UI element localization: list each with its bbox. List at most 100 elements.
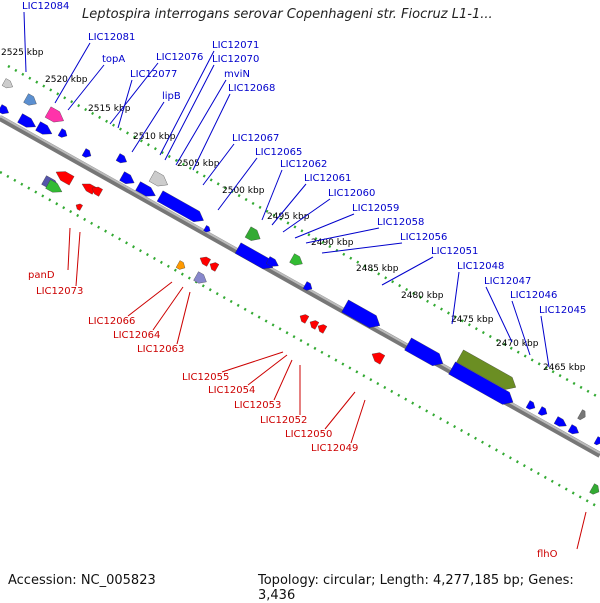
forward-gene[interactable] bbox=[156, 190, 206, 226]
special-feature[interactable] bbox=[456, 349, 520, 394]
forward-gene[interactable] bbox=[17, 113, 39, 132]
forward-gene[interactable] bbox=[234, 242, 276, 273]
reverse-gene[interactable] bbox=[198, 255, 211, 267]
forward-gene[interactable] bbox=[35, 121, 55, 139]
reverse-label-leader bbox=[176, 291, 191, 345]
reverse-gene[interactable] bbox=[90, 185, 103, 197]
forward-gene-label[interactable]: LIC12051 bbox=[431, 246, 478, 257]
reverse-gene[interactable] bbox=[308, 319, 320, 330]
reverse-gene-label[interactable]: panD bbox=[28, 270, 55, 281]
forward-gene[interactable] bbox=[567, 424, 581, 437]
reverse-gene[interactable] bbox=[75, 202, 83, 211]
forward-gene-label[interactable]: LIC12058 bbox=[377, 217, 424, 228]
reverse-gene-label[interactable]: LIC12050 bbox=[285, 429, 332, 440]
forward-gene-label[interactable]: LIC12047 bbox=[484, 276, 531, 287]
reverse-gene-label[interactable]: LIC12052 bbox=[260, 415, 307, 426]
forward-label-leader bbox=[117, 79, 133, 129]
forward-gene-label[interactable]: LIC12065 bbox=[255, 147, 302, 158]
forward-gene-label[interactable]: LIC12081 bbox=[88, 32, 135, 43]
forward-gene[interactable] bbox=[135, 181, 158, 201]
reverse-gene[interactable] bbox=[298, 313, 310, 324]
forward-gene[interactable] bbox=[203, 225, 212, 233]
forward-gene-label[interactable]: LIC12071 bbox=[212, 40, 259, 51]
forward-gene[interactable] bbox=[265, 256, 280, 270]
forward-gene[interactable] bbox=[0, 104, 11, 117]
reverse-gene-label[interactable]: LIC12063 bbox=[137, 344, 184, 355]
kbp-label: 2480 kbp bbox=[401, 291, 444, 301]
forward-gene-label[interactable]: LIC12070 bbox=[212, 54, 259, 65]
forward-gene[interactable] bbox=[57, 128, 69, 140]
reverse-gene[interactable] bbox=[54, 168, 75, 186]
reverse-gene-label[interactable]: LIC12053 bbox=[234, 400, 281, 411]
forward-gene-label[interactable]: LIC12061 bbox=[304, 173, 351, 184]
reverse-gene-label[interactable]: flhO bbox=[537, 549, 558, 560]
forward-label-leader bbox=[131, 101, 165, 153]
forward-gene[interactable] bbox=[448, 361, 517, 408]
special-feature[interactable] bbox=[244, 226, 263, 244]
forward-gene-label[interactable]: LIC12056 bbox=[400, 232, 447, 243]
forward-label-leader bbox=[271, 183, 307, 226]
forward-gene-label[interactable]: LIC12076 bbox=[156, 52, 203, 63]
forward-gene-label[interactable]: LIC12060 bbox=[328, 188, 375, 199]
special-feature[interactable] bbox=[175, 260, 187, 272]
special-feature[interactable] bbox=[1, 78, 15, 91]
forward-gene-label[interactable]: LIC12062 bbox=[280, 159, 327, 170]
forward-label-leader bbox=[294, 213, 355, 239]
forward-gene-label[interactable]: LIC12046 bbox=[510, 290, 557, 301]
forward-gene[interactable] bbox=[341, 299, 384, 332]
forward-gene[interactable] bbox=[115, 153, 129, 166]
forward-gene[interactable] bbox=[537, 406, 549, 418]
forward-gene-label[interactable]: LIC12045 bbox=[539, 305, 586, 316]
reverse-label-leader bbox=[350, 399, 366, 444]
forward-gene-label[interactable]: LIC12048 bbox=[457, 261, 504, 272]
forward-gene[interactable] bbox=[525, 400, 537, 412]
accession-text: Accession: NC_005823 bbox=[8, 573, 156, 588]
forward-label-leader bbox=[175, 79, 227, 166]
reverse-gene-label[interactable]: LIC12049 bbox=[311, 443, 358, 454]
special-feature[interactable] bbox=[589, 483, 600, 497]
special-feature[interactable] bbox=[148, 170, 171, 190]
kbp-label: 2470 kbp bbox=[496, 339, 539, 349]
forward-gene[interactable] bbox=[593, 436, 600, 447]
forward-gene-label[interactable]: lipB bbox=[162, 91, 181, 102]
special-feature[interactable] bbox=[45, 179, 65, 197]
special-feature[interactable] bbox=[289, 253, 305, 269]
map-title: Leptospira interrogans serovar Copenhage… bbox=[82, 7, 493, 22]
special-feature[interactable] bbox=[44, 106, 67, 126]
forward-gene-label[interactable]: LIC12084 bbox=[22, 1, 69, 12]
special-feature[interactable] bbox=[23, 93, 39, 109]
forward-gene-label[interactable]: LIC12059 bbox=[352, 203, 399, 214]
reverse-gene-label[interactable]: LIC12054 bbox=[208, 385, 255, 396]
reverse-label-leader bbox=[75, 231, 81, 287]
reverse-label-leader bbox=[67, 227, 71, 271]
reverse-gene[interactable] bbox=[80, 181, 97, 195]
reverse-gene[interactable] bbox=[208, 261, 220, 272]
forward-gene[interactable] bbox=[553, 416, 568, 430]
forward-gene-label[interactable]: mviN bbox=[224, 69, 250, 80]
reverse-label-leader bbox=[576, 511, 587, 550]
special-feature[interactable] bbox=[577, 409, 588, 422]
forward-gene-label[interactable]: LIC12067 bbox=[232, 133, 279, 144]
forward-gene[interactable] bbox=[119, 171, 137, 188]
kbp-label: 2500 kbp bbox=[222, 186, 265, 196]
special-feature[interactable] bbox=[193, 271, 209, 287]
forward-gene[interactable] bbox=[81, 148, 93, 160]
reverse-gene-label[interactable]: LIC12066 bbox=[88, 316, 135, 327]
forward-label-leader bbox=[511, 300, 531, 356]
forward-gene-label[interactable]: LIC12068 bbox=[228, 83, 275, 94]
upper-tick-line bbox=[7, 64, 600, 400]
reverse-gene-label[interactable]: LIC12055 bbox=[182, 372, 229, 383]
gene-features bbox=[0, 78, 600, 497]
forward-gene[interactable] bbox=[302, 281, 314, 293]
forward-label-leader bbox=[192, 93, 231, 171]
reverse-gene[interactable] bbox=[316, 323, 328, 334]
forward-gene-label[interactable]: topA bbox=[102, 54, 125, 65]
reverse-gene[interactable] bbox=[370, 350, 386, 365]
forward-gene-label[interactable]: LIC12077 bbox=[130, 69, 177, 80]
reverse-gene-label[interactable]: LIC12064 bbox=[113, 330, 160, 341]
forward-gene[interactable] bbox=[404, 337, 447, 370]
kbp-label: 2515 kbp bbox=[88, 104, 131, 114]
reverse-gene-label[interactable]: LIC12073 bbox=[36, 286, 83, 297]
forward-label-leader bbox=[217, 157, 258, 211]
